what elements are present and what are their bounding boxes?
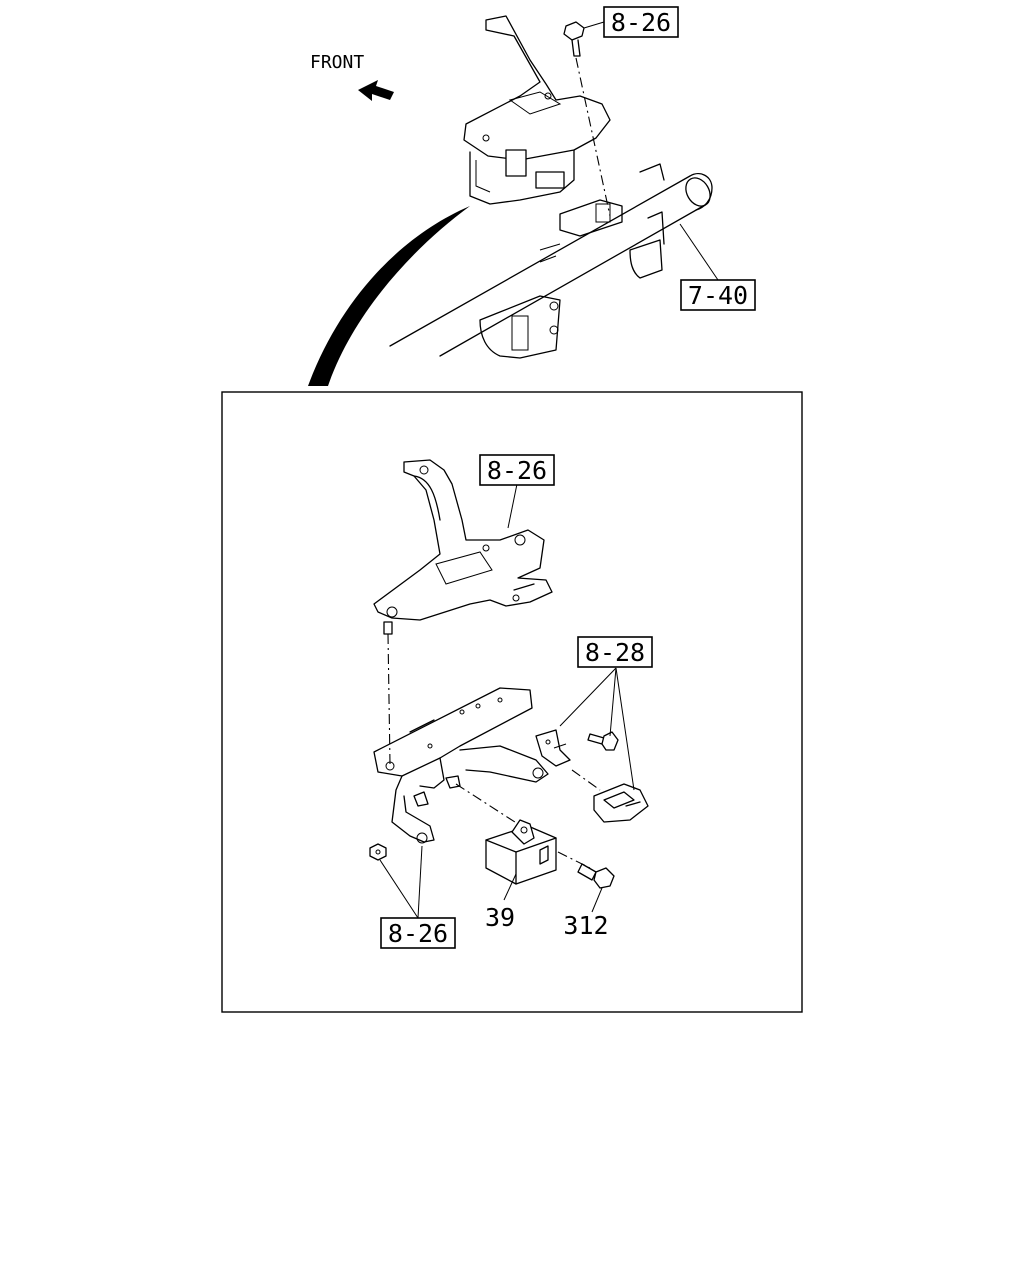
detail-upper-bracket [373, 459, 553, 621]
front-label: FRONT [310, 52, 364, 73]
overview-bracket [463, 15, 611, 205]
ref-connector-bolts-label: 8-28 [585, 638, 645, 667]
bolt-part-312 [557, 851, 615, 913]
overview-bolt [563, 21, 611, 217]
ref-top-bracket-box [603, 6, 679, 38]
part-sensor-label: 39 [485, 903, 515, 932]
sensor-part-39 [485, 819, 557, 901]
ref-detail-bracket-box [479, 454, 555, 486]
detail-swoosh-arrow [308, 206, 470, 386]
detail-lower-bracket [373, 687, 549, 844]
ref-detail-bracket-label: 8-26 [487, 456, 547, 485]
ref-connector-bolts-box [577, 636, 653, 668]
part-bolt-label: 312 [563, 911, 608, 940]
ref-frame-label: 7-40 [688, 281, 748, 310]
overview-assembly: FRONT [308, 6, 756, 386]
frame-crossmember [389, 163, 713, 359]
ref-bottom-nuts-label: 8-26 [388, 919, 448, 948]
bottom-nut [369, 843, 387, 861]
connector-assembly [535, 729, 649, 823]
detail-assembly: 8-26 [369, 454, 653, 949]
ref-frame-box [680, 279, 756, 311]
detail-frame [221, 391, 803, 1013]
front-arrow-icon [358, 80, 394, 101]
ref-bottom-nuts-box [380, 917, 456, 949]
ref-top-bracket-label: 8-26 [611, 8, 671, 37]
